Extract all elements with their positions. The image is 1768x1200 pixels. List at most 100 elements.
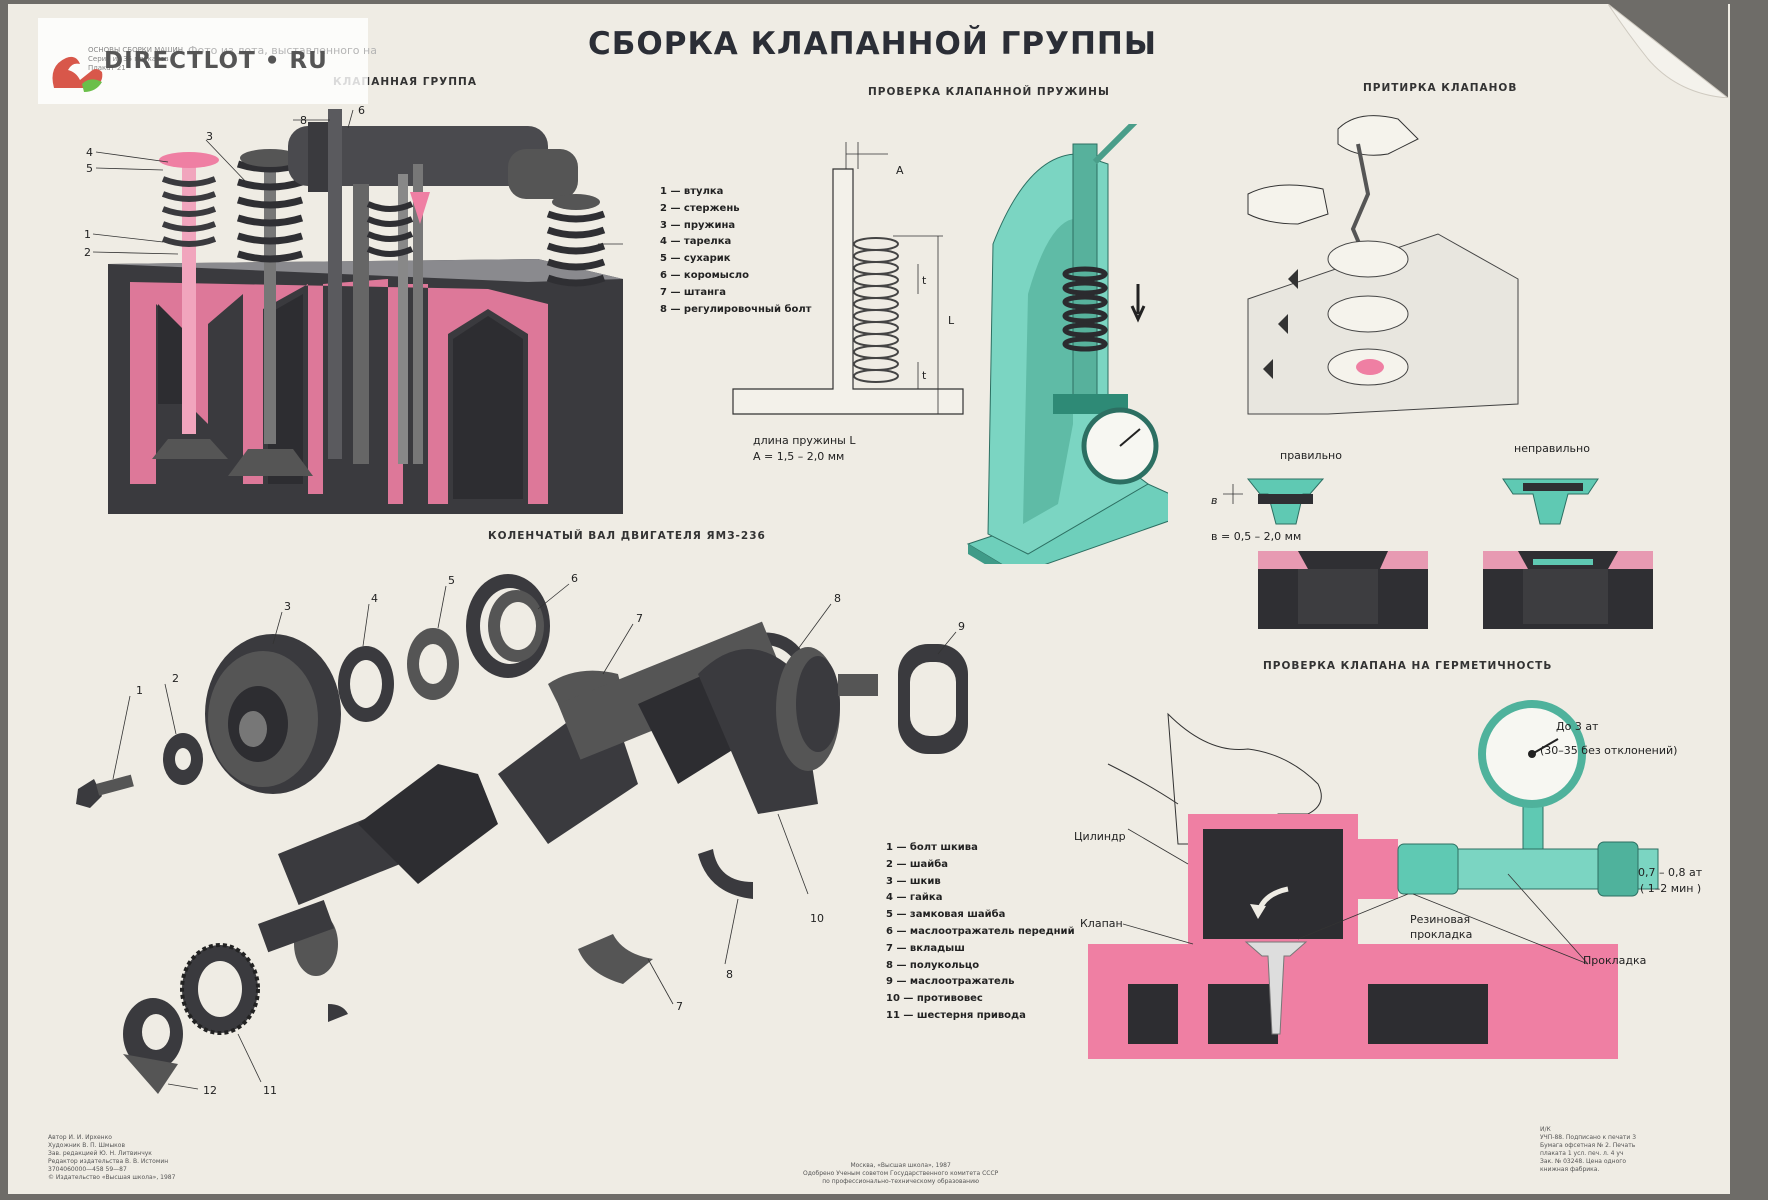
crank-callout-6: 6 <box>571 572 578 585</box>
crank-legend-item: 2 — шайба <box>886 858 949 870</box>
valve-callout-8: 8 <box>300 114 307 127</box>
stamp-line: Серия из 35 плакатов <box>88 55 169 63</box>
crank-legend: 1 — болт шкива 2 — шайба 3 — шкив 4 — га… <box>886 840 1075 1025</box>
valve-legend-item: 6 — коромысло <box>660 269 749 281</box>
crankshaft-illustration: 1 2 3 4 5 6 7 8 9 10 7 8 11 12 <box>76 572 968 1097</box>
crank-legend-item: 5 — замковая шайба <box>886 909 1006 921</box>
valve-legend-item: 3 — пружина <box>660 219 736 231</box>
valve-legend-item: 4 — тарелка <box>660 236 732 248</box>
crank-legend-item: 8 — полукольцо <box>886 959 980 971</box>
lapping-b-value: в = 0,5 – 2,0 мм <box>1211 530 1302 543</box>
valve-group-illustration: 4 5 1 2 3 8 6 7 <box>84 104 623 514</box>
lapping-correct-label: правильно <box>1280 449 1342 462</box>
credits-left: Автор И. И. Ирхенко Художник В. П. Шмыко… <box>48 1134 175 1182</box>
crank-legend-item: 1 — болт шкива <box>886 842 978 853</box>
crank-legend-item: 6 — маслоотражатель передний <box>886 925 1075 937</box>
tightness-rubber-gasket-2: прокладка <box>1410 928 1473 941</box>
crankshaft-body <box>258 621 878 976</box>
pulley-bolt <box>76 774 134 808</box>
lapping-correct-valve <box>1246 478 1325 525</box>
credit-line: 3704060000—458 59—87 <box>48 1166 127 1173</box>
crank-callout-8: 8 <box>834 592 841 605</box>
credit-line: Москва, «Высшая школа», 1987 <box>850 1162 951 1169</box>
credit-line: © Издательство «Высшая школа», 1987 <box>48 1174 176 1181</box>
squirrel-logo-icon <box>52 56 103 92</box>
credit-line: И/К <box>1540 1126 1551 1133</box>
tightness-pressure-max: До 3 ат <box>1556 720 1599 733</box>
folded-corner <box>1608 4 1728 98</box>
credits-right: И/К УЧП-88. Подписано к печати 3 Бумага … <box>1540 1126 1636 1174</box>
valve-callout-5: 5 <box>86 162 93 175</box>
spring-dim-a: A <box>896 164 904 177</box>
credit-line: УЧП-88. Подписано к печати 3 <box>1540 1134 1637 1141</box>
valve-callout-2: 2 <box>84 246 91 259</box>
spring-check-illustration: A L t t <box>732 124 1168 564</box>
spring-dim-t2: t <box>922 369 927 382</box>
valve-callout-4: 4 <box>86 146 93 159</box>
tightness-pressure-time: ( 1–2 мин ) <box>1640 882 1702 895</box>
crank-callout-10: 10 <box>810 912 824 925</box>
credit-line: Зав. редакцией Ю. Н. Литвинчук <box>48 1150 152 1157</box>
crank-legend-item: 7 — вкладыш <box>886 942 965 954</box>
crank-callout-11: 11 <box>263 1084 277 1097</box>
valve-callout-6: 6 <box>358 104 365 117</box>
credits-center: Москва, «Высшая школа», 1987 Одобрено Уч… <box>803 1162 998 1186</box>
crank-legend-item: 3 — шкив <box>886 875 941 887</box>
stamp-line: Плакат 21 <box>88 64 126 72</box>
credit-line: Художник В. П. Шмыков <box>48 1142 126 1149</box>
valve-legend-item: 1 — втулка <box>660 186 724 197</box>
watermark-subtitle: Фото из лота, выставленного на <box>188 44 377 57</box>
watermark-banner: ОСНОВЫ СБОРКИ МАШИН Серия из 35 плакатов… <box>38 18 377 104</box>
watermark-brand: DIRECTLOT • RU <box>104 48 328 74</box>
valve-legend-item: 7 — штанга <box>660 286 726 298</box>
crank-callout-7b: 7 <box>676 1000 683 1013</box>
counterweight-12 <box>123 998 183 1094</box>
crank-callout-7: 7 <box>636 612 643 625</box>
tightness-illustration <box>1088 700 1659 1059</box>
section-spring-check: ПРОВЕРКА КЛАПАННОЙ ПРУЖИНЫ <box>868 86 1110 98</box>
credit-line: по профессионально-техническому образова… <box>822 1178 980 1185</box>
crank-legend-item: 4 — гайка <box>886 892 943 904</box>
crank-callout-1: 1 <box>136 684 143 697</box>
stamp-line: ОСНОВЫ СБОРКИ МАШИН <box>88 46 184 54</box>
credit-line: Автор И. И. Ирхенко <box>48 1134 112 1141</box>
crank-legend-item: 11 — шестерня привода <box>886 1009 1026 1021</box>
credit-line: Редактор издательства В. В. Истомин <box>48 1158 169 1165</box>
tightness-valve-label: Клапан <box>1080 917 1123 930</box>
crank-callout-2: 2 <box>172 672 179 685</box>
valve-callout-1: 1 <box>84 228 91 241</box>
credit-line: Одобрено Ученым советом Государственного… <box>803 1170 999 1177</box>
spring-dim-l: L <box>948 314 955 327</box>
spring-a-value: А = 1,5 – 2,0 мм <box>753 450 845 463</box>
crank-callout-4: 4 <box>371 592 378 605</box>
valve-legend-item: 5 — сухарик <box>660 253 731 265</box>
credit-line: Зак. № 03248. Цена одного <box>1540 1158 1627 1165</box>
valve-legend-item: 8 — регулировочный болт <box>660 303 812 315</box>
lapping-illustration <box>1223 115 1653 629</box>
spring-dim-t: t <box>922 274 927 287</box>
section-lapping: ПРИТИРКА КЛАПАНОВ <box>1363 82 1518 94</box>
lapping-b-symbol: в <box>1211 494 1218 507</box>
lapping-incorrect-valve <box>1502 478 1599 525</box>
poster-title: СБОРКА КЛАПАННОЙ ГРУППЫ <box>588 26 1157 62</box>
valve-legend: 1 — втулка 2 — стержень 3 — пружина 4 — … <box>660 184 811 318</box>
tightness-pressure-note: (30–35 без отклонений) <box>1540 744 1678 757</box>
section-tightness: ПРОВЕРКА КЛАПАНА НА ГЕРМЕТИЧНОСТЬ <box>1263 660 1553 672</box>
crank-legend-item: 10 — противовес <box>886 993 983 1005</box>
crank-callout-9: 9 <box>958 620 965 633</box>
crank-callout-8b: 8 <box>726 968 733 981</box>
crank-callout-5: 5 <box>448 574 455 587</box>
valve-legend-item: 2 — стержень <box>660 202 740 214</box>
poster: СБОРКА КЛАПАННОЙ ГРУППЫ КЛАПАННАЯ ГРУППА… <box>8 4 1730 1194</box>
credit-line: Бумага офсетная № 2. Печать <box>1540 1142 1636 1149</box>
crank-legend-item: 9 — маслоотражатель <box>886 976 1015 988</box>
valve-callout-3: 3 <box>206 130 213 143</box>
lapping-incorrect-label: неправильно <box>1514 442 1590 455</box>
spring-tester <box>966 124 1168 564</box>
tightness-rubber-gasket-1: Резиновая <box>1410 913 1471 926</box>
tightness-pressure-work: 0,7 – 0,8 ат <box>1638 866 1703 879</box>
drive-gear <box>180 943 260 1035</box>
tightness-gasket-label: Прокладка <box>1583 954 1647 967</box>
credit-line: книжная фабрика. <box>1540 1166 1600 1173</box>
section-valve-group: КЛАПАННАЯ ГРУППА <box>333 76 477 88</box>
